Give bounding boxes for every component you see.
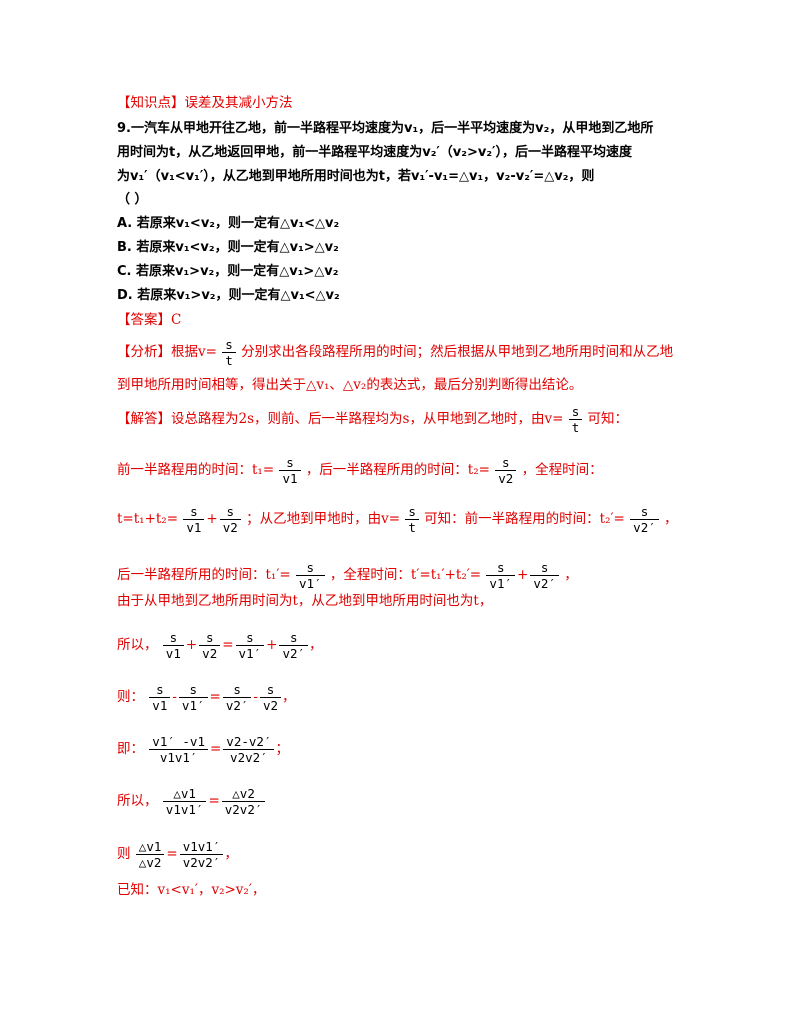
analysis-text: 【分析】根据v= [117,344,217,360]
analysis-text: 分别求出各段路程所用的时间；然后根据从甲地到乙地所用时间和从乙地 [241,344,674,360]
solution-text: 可知： [587,411,629,427]
equation-5: 则 △v1△v2=v1v1′v2v2′， [117,839,238,870]
solution-text: 则： [117,689,144,705]
option-b: B. 若原来v₁<v₂，则一定有△v₁>△v₂ [117,240,339,255]
solution-text: 【解答】设总路程为2s，则前、后一半路程均为s，从甲地到乙地时，由v= [117,411,564,427]
solution-text: ，后一半路程所用的时间：t₂= [305,462,490,478]
solution-text: 前一半路程用的时间：t₁= [117,462,275,478]
question-line-2: 用时间为t，从乙地返回甲地，前一半路程平均速度为v₂′（v₂>v₂′），后一半路… [117,145,632,160]
solution-text: ，全程时间：t′=t₁′+t₂′= [329,567,482,583]
fraction-ratio: v1v1′v2v2′ [179,839,224,870]
answer: 【答案】C [117,312,182,328]
option-c: C. 若原来v₁>v₂，则一定有△v₁>△v₂ [117,264,339,279]
solution-line-5: 由于从甲地到乙地所用时间为t，从乙地到甲地所用时间也为t， [117,593,493,609]
analysis-line-2: 到甲地所用时间相等，得出关于△v₁、△v₂的表达式，最后分别判断得出结论。 [117,377,583,393]
solution-text: 后一半路程所用的时间：t₁′= [117,567,291,583]
question-line-4: （ ） [117,192,148,207]
solution-text: 则 [117,846,131,862]
question-line-3: 为v₁′（v₁<v₁′），从乙地到甲地所用时间也为t，若v₁′-v₁=△v₁，v… [117,169,595,184]
question-line-1: 9.一汽车从甲地开往乙地，前一半路程平均速度为v₁，后一半平均速度为v₂，从甲地… [117,121,654,136]
fraction-diff-v2: v2-v2′v2v2′ [223,734,275,765]
solution-text: t=t₁+t₂= [117,511,179,527]
solution-text: ，全程时间： [521,462,603,478]
option-d: D. 若原来v₁>v₂，则一定有△v₁<△v₂ [117,288,340,303]
solution-text: 所以， [117,793,158,809]
solution-line-known: 已知：v₁<v₁′，v₂>v₂′， [117,882,266,898]
solution-text: ；从乙地到甲地时，由v= [246,511,401,527]
option-a: A. 若原来v₁<v₂，则一定有△v₁<△v₂ [117,216,340,231]
solution-text: ， [664,511,678,527]
knowledge-point: 【知识点】误差及其减小方法 [117,95,293,111]
fraction-dv1-over-dv2: △v1△v2 [135,839,165,870]
solution-text: ， [564,567,578,583]
solution-text: 所以， [117,637,158,653]
solution-text: 可知：前一半路程用的时间：t₂′= [424,511,625,527]
solution-text: 即： [117,741,144,757]
